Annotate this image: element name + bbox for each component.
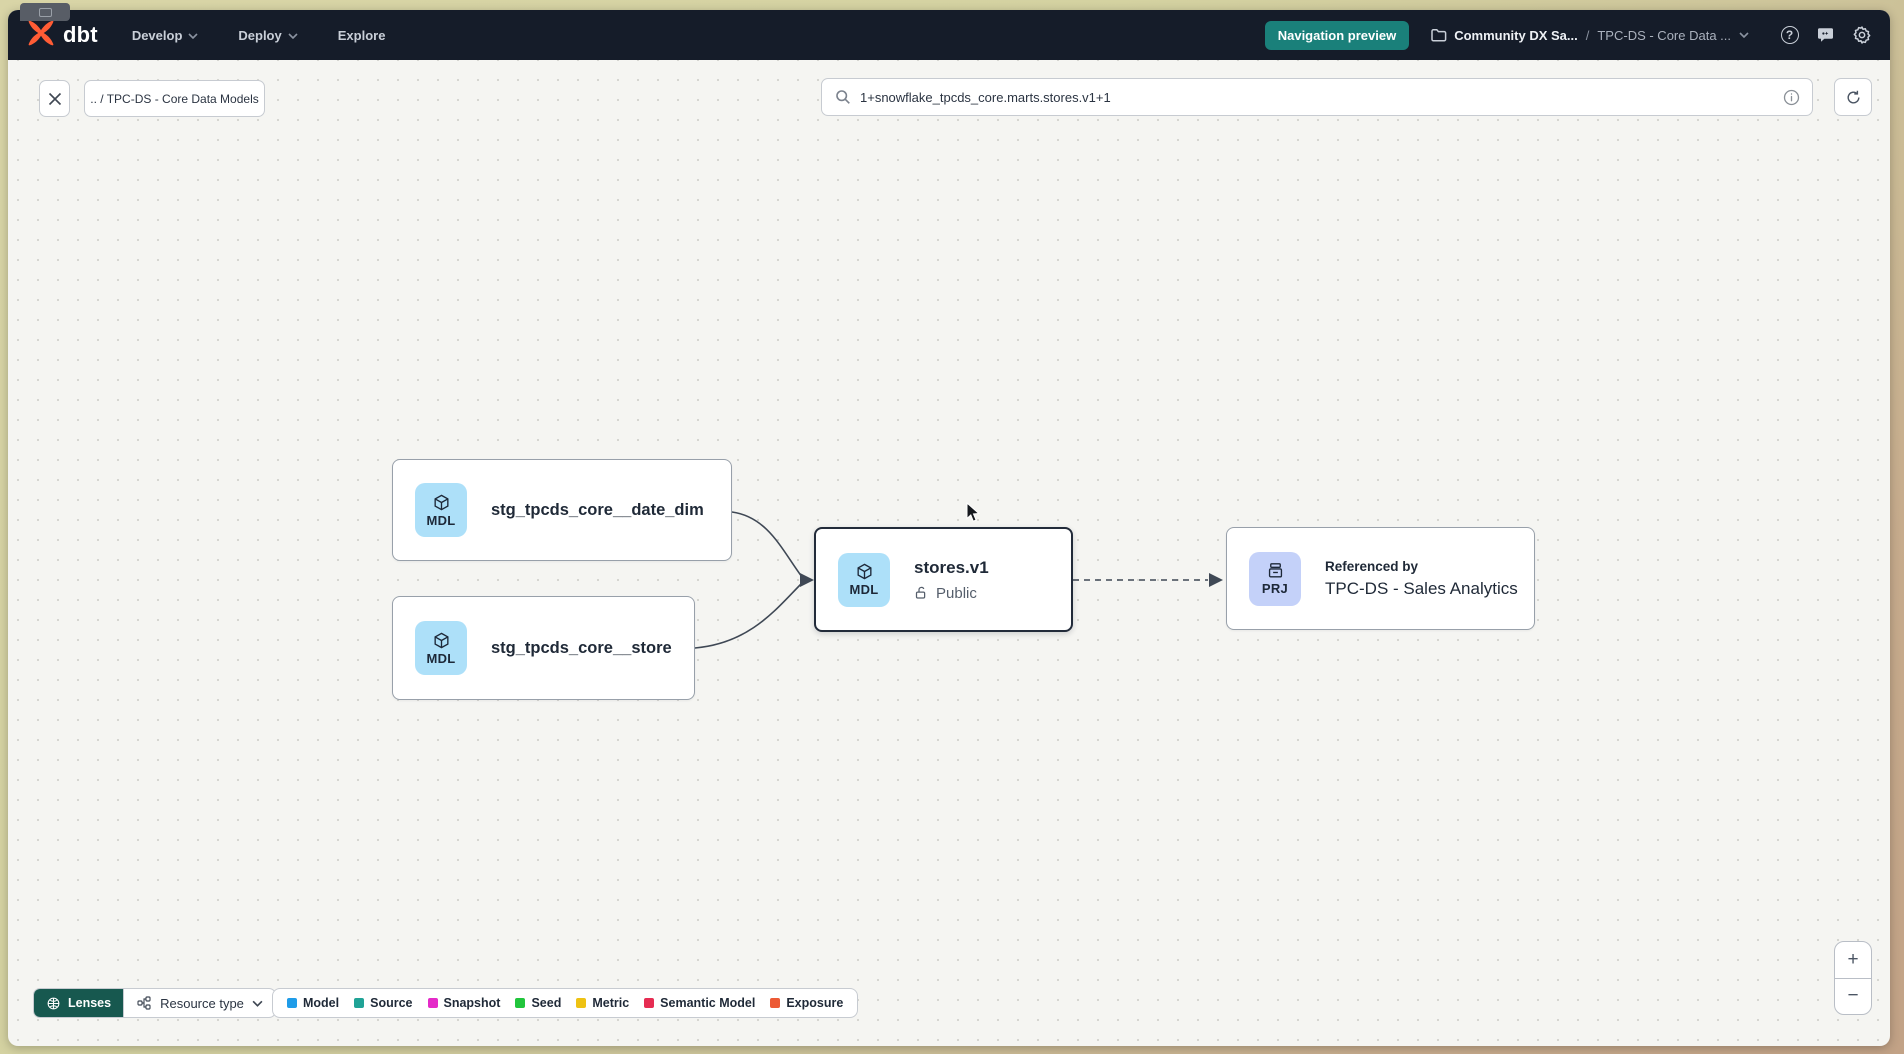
node-text: Referenced by TPC-DS - Sales Analytics: [1325, 559, 1518, 599]
legend-item-model: Model: [287, 996, 339, 1010]
exposure-swatch: [770, 998, 781, 1008]
navbar-icons: ?: [1779, 25, 1872, 46]
model-swatch: [287, 998, 297, 1008]
close-icon: [48, 92, 61, 105]
folder-icon: [1431, 29, 1447, 42]
node-label: stg_tpcds_core__date_dim: [491, 500, 704, 519]
refresh-lineage-button[interactable]: [1834, 78, 1872, 116]
legend-item-snapshot: Snapshot: [427, 996, 500, 1010]
breadcrumb: Community DX Sa... / TPC-DS - Core Data …: [1431, 28, 1749, 43]
lenses-button[interactable]: Lenses: [34, 989, 124, 1017]
breadcrumb-separator: /: [1585, 27, 1590, 43]
legend-item-semantic-model: Semantic Model: [644, 996, 755, 1010]
navigation-preview-badge[interactable]: Navigation preview: [1264, 20, 1410, 50]
settings-gear-icon[interactable]: [1851, 25, 1872, 46]
chevron-down-icon: [188, 33, 198, 39]
node-label: stores.v1: [914, 557, 989, 577]
screen-share-indicator: [20, 3, 70, 21]
dbt-logo-text: dbt: [63, 22, 98, 47]
chevron-down-icon: [252, 1000, 263, 1007]
account-crumb[interactable]: Community DX Sa...: [1431, 28, 1578, 43]
resource-legend: Model Source Snapshot Seed Metric Semant…: [272, 988, 859, 1018]
navbar-right: Navigation preview Community DX Sa... / …: [1264, 20, 1872, 50]
dbt-logo[interactable]: dbt: [26, 18, 98, 53]
top-navbar: dbt Develop Deploy Explore Navigation pr…: [8, 10, 1890, 60]
node-label: TPC-DS - Sales Analytics: [1325, 578, 1518, 598]
screen-icon: [38, 7, 52, 17]
metric-swatch: [576, 998, 587, 1008]
lens-icon: [47, 997, 60, 1009]
node-label: stg_tpcds_core__store: [491, 638, 672, 657]
model-node-store[interactable]: MDL stg_tpcds_core__store: [392, 596, 695, 700]
menu-deploy[interactable]: Deploy: [238, 28, 298, 43]
model-badge: MDL: [838, 552, 890, 607]
semantic-model-swatch: [644, 998, 655, 1008]
legend-item-seed: Seed: [515, 996, 561, 1010]
model-node-date-dim[interactable]: MDL stg_tpcds_core__date_dim: [392, 459, 732, 561]
menu-develop[interactable]: Develop: [132, 28, 199, 43]
legend-item-exposure: Exposure: [770, 996, 843, 1010]
node-kicker: Referenced by: [1325, 558, 1419, 574]
model-badge: MDL: [415, 483, 467, 537]
close-lineage-button[interactable]: [39, 80, 70, 117]
chevron-down-icon: [1739, 32, 1749, 38]
help-icon[interactable]: ?: [1779, 25, 1800, 46]
refresh-icon: [1846, 90, 1860, 103]
search-input[interactable]: [860, 89, 1774, 105]
menu-explore[interactable]: Explore: [337, 27, 386, 43]
seed-swatch: [515, 998, 526, 1008]
stack-icon: [1268, 563, 1282, 578]
app-window: dbt Develop Deploy Explore Navigation pr…: [8, 10, 1890, 1046]
lineage-breadcrumb-chip[interactable]: .. / TPC-DS - Core Data Models: [84, 80, 265, 117]
legend-item-source: Source: [354, 996, 413, 1010]
model-badge: MDL: [415, 621, 467, 675]
mouse-cursor: [963, 501, 983, 529]
cube-icon: [856, 563, 872, 580]
search-icon: [836, 90, 850, 104]
cube-icon: [433, 494, 449, 510]
main-menu: Develop Deploy Explore: [132, 28, 386, 43]
zoom-controls: + −: [1834, 941, 1872, 1015]
zoom-in-button[interactable]: +: [1835, 942, 1871, 979]
snapshot-swatch: [427, 998, 438, 1008]
dbt-logo-icon: [26, 18, 56, 53]
zoom-out-button[interactable]: −: [1847, 985, 1859, 1007]
node-text: stores.v1 Public: [914, 558, 989, 602]
cube-icon: [433, 632, 449, 648]
info-icon[interactable]: [1783, 89, 1800, 106]
model-node-stores-v1[interactable]: MDL stores.v1 Public: [814, 527, 1073, 632]
legend-item-metric: Metric: [576, 996, 629, 1010]
chevron-down-icon: [288, 33, 298, 39]
feedback-icon[interactable]: [1815, 25, 1836, 46]
project-crumb[interactable]: TPC-DS - Core Data ...: [1597, 27, 1731, 43]
graph-icon: [137, 996, 151, 1010]
access-label: Public: [936, 584, 977, 602]
lineage-search: [821, 78, 1813, 116]
lens-controls: Lenses Resource type: [33, 988, 276, 1018]
project-node-sales-analytics[interactable]: PRJ Referenced by TPC-DS - Sales Analyti…: [1226, 527, 1535, 630]
access-row: Public: [914, 585, 989, 602]
source-swatch: [354, 998, 365, 1008]
project-badge: PRJ: [1249, 551, 1301, 606]
resource-type-dropdown[interactable]: Resource type: [123, 989, 275, 1017]
unlock-icon: [915, 586, 926, 599]
